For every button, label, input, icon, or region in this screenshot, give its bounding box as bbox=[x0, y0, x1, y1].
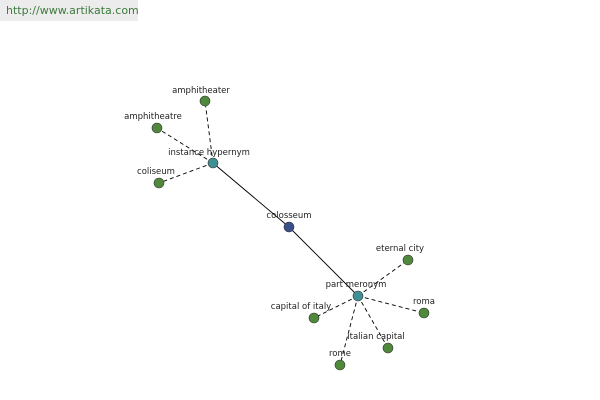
node-label-italian-capital: italian capital bbox=[347, 332, 404, 342]
node-label-capital-of-italy: capital of italy bbox=[271, 302, 331, 312]
node-label-eternal-city: eternal city bbox=[376, 244, 424, 254]
edge-colosseum-to-part-meronym bbox=[288, 226, 359, 297]
edges-layer bbox=[156, 100, 425, 366]
node-label-coliseum: coliseum bbox=[137, 167, 175, 177]
node-label-colosseum: colosseum bbox=[266, 211, 311, 221]
edge-part-meronym-to-italian-capital bbox=[357, 295, 389, 349]
node-label-rome: rome bbox=[329, 349, 351, 359]
node-roma[interactable] bbox=[418, 307, 430, 319]
node-amphitheater[interactable] bbox=[199, 95, 211, 107]
edge-part-meronym-to-eternal-city bbox=[357, 259, 409, 297]
node-label-amphitheater: amphitheater bbox=[172, 86, 230, 96]
nodes-layer bbox=[151, 95, 430, 371]
node-amphitheatre[interactable] bbox=[151, 122, 163, 134]
node-label-part-meronym: part meronym bbox=[326, 280, 387, 290]
node-rome[interactable] bbox=[334, 359, 346, 371]
edge-part-meronym-to-rome bbox=[339, 295, 359, 366]
edge-instance-hypernym-to-amphitheater bbox=[204, 100, 214, 164]
node-label-instance-hypernym: instance hypernym bbox=[168, 148, 250, 158]
node-part-meronym[interactable] bbox=[352, 290, 364, 302]
edge-part-meronym-to-roma bbox=[357, 295, 425, 314]
node-instance-hypernym[interactable] bbox=[207, 157, 219, 169]
source-url-link[interactable]: http://www.artikata.com bbox=[0, 0, 139, 21]
node-colosseum[interactable] bbox=[283, 221, 295, 233]
node-coliseum[interactable] bbox=[153, 177, 165, 189]
edge-colosseum-to-instance-hypernym bbox=[212, 162, 290, 228]
node-capital-of-italy[interactable] bbox=[308, 312, 320, 324]
edge-instance-hypernym-to-coliseum bbox=[158, 162, 214, 184]
node-label-amphitheatre: amphitheatre bbox=[124, 112, 182, 122]
edge-part-meronym-to-capital-of-italy bbox=[313, 295, 359, 319]
node-label-roma: roma bbox=[413, 297, 435, 307]
node-eternal-city[interactable] bbox=[402, 254, 414, 266]
node-italian-capital[interactable] bbox=[382, 342, 394, 354]
labels-layer: colosseum instance hypernym part meronym am… bbox=[124, 86, 435, 359]
